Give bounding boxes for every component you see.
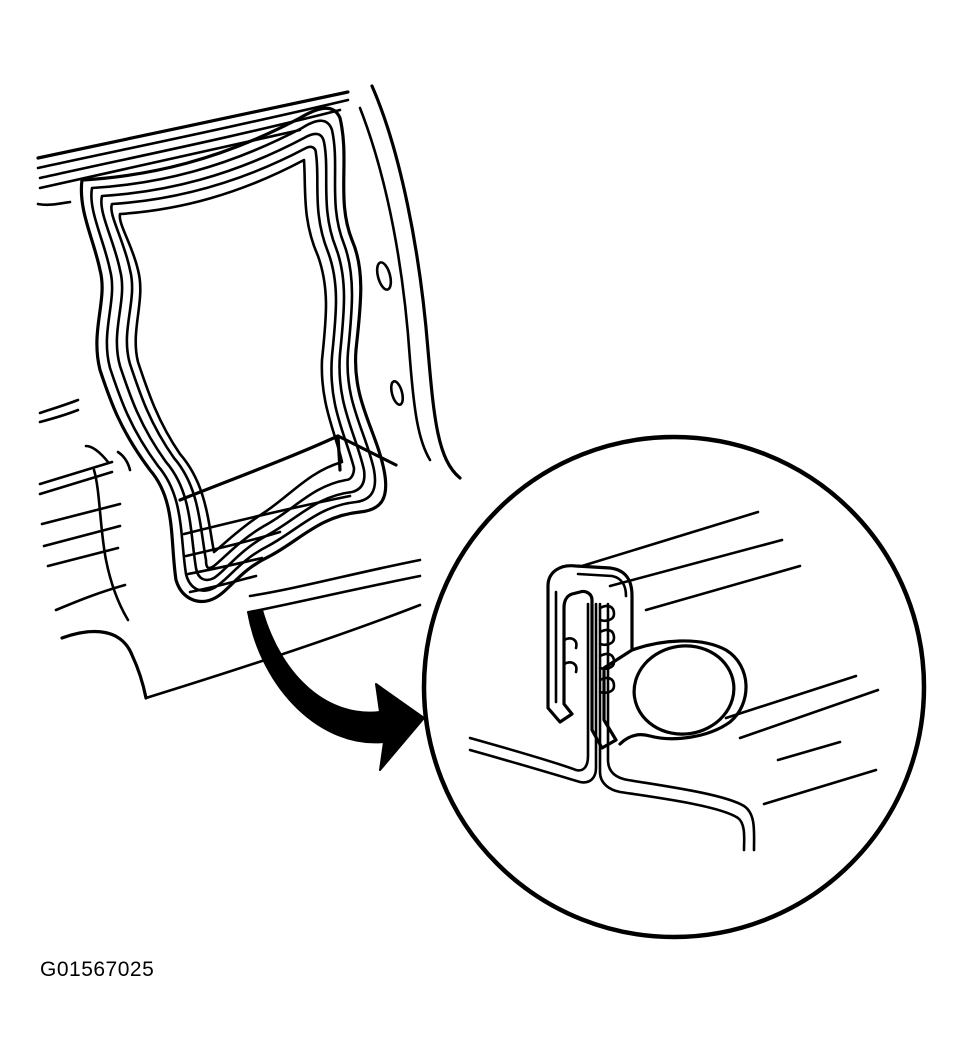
curved-arrow-icon [247, 609, 425, 771]
door-opening-view [36, 84, 462, 700]
roof-rail [36, 90, 350, 190]
detail-circle [421, 434, 927, 940]
inner-opening [118, 158, 344, 554]
rear-pillar [358, 84, 462, 480]
seal-detail-callout [421, 434, 927, 940]
side-panel-edges [36, 200, 148, 700]
figure-code: G01567025 [40, 958, 155, 981]
seal-clip [116, 450, 132, 472]
door-weatherstrip [79, 106, 388, 603]
